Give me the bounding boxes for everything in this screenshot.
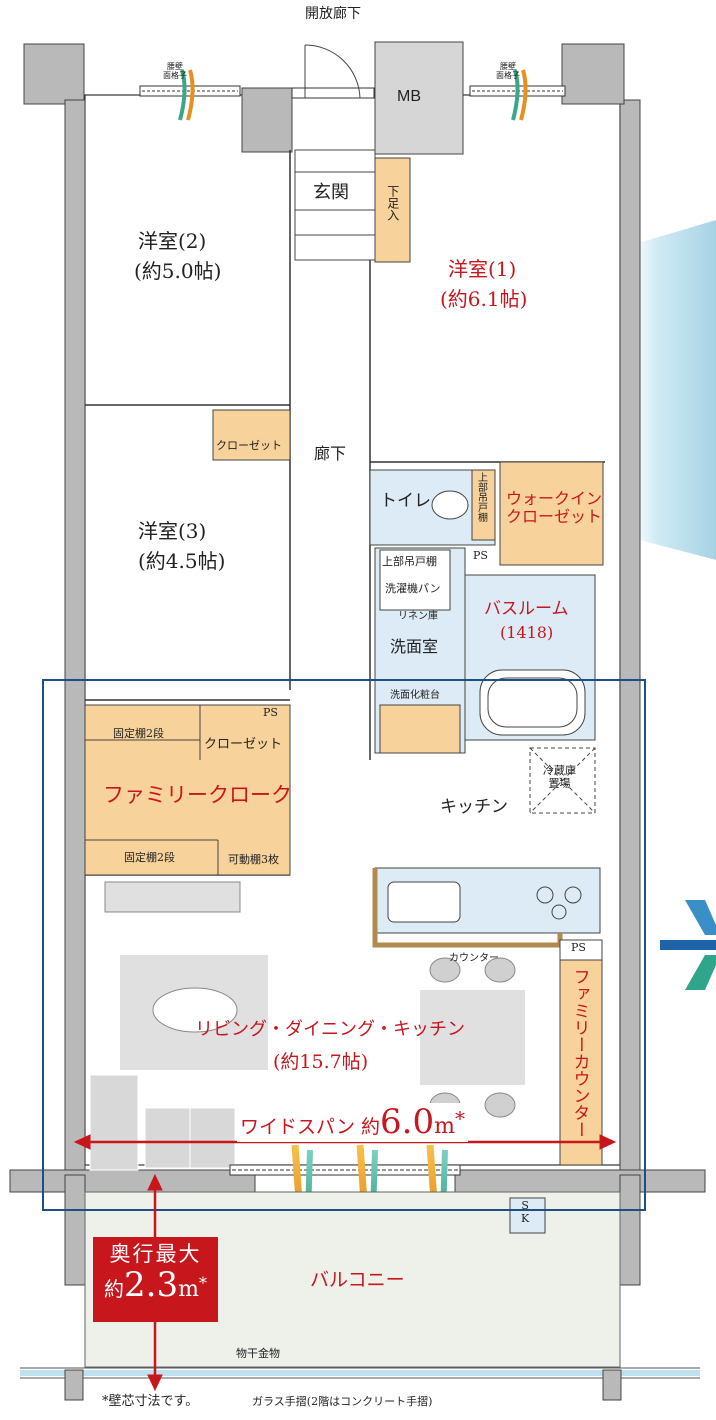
ps-label-1: PS — [473, 549, 488, 562]
widespan-value: 6.0 — [380, 1102, 435, 1142]
kitchen-label: キッチン — [440, 797, 508, 817]
arrow-logo — [660, 900, 716, 990]
sk-label: S K — [521, 1199, 530, 1225]
depth-prefix: 約 — [104, 1277, 125, 1302]
fixed-shelf-label-1: 固定棚2段 — [113, 727, 164, 740]
washer-pan-label: 洗濯機パン — [385, 582, 441, 595]
fixed-shelf-label-2: 固定棚2段 — [124, 851, 175, 864]
vanity-label: 洗面化粧台 — [390, 690, 440, 701]
family-cloak-label: ファミリークローク — [103, 783, 292, 807]
depth-value: 2.3 — [124, 1265, 179, 1306]
mb-label: MB — [397, 88, 421, 105]
widespan-mark: * — [454, 1106, 465, 1131]
counter-label: カウンター — [449, 953, 499, 964]
walls — [9, 41, 706, 1286]
bath-name: バスルーム — [484, 599, 569, 619]
glass-rail-label: ガラス手摺(2階はコンクリート手摺) — [252, 1395, 433, 1408]
widespan-text: ワイドスパン 約 — [240, 1116, 380, 1138]
widespan-label: ワイドスパン 約6.0m* — [237, 1102, 468, 1143]
movable-shelf-label: 可動棚3枚 — [228, 853, 279, 866]
family-counter-label: ファミリーカウンター — [569, 968, 590, 1138]
louver-right-label: 腰壁 面格子 — [496, 62, 520, 81]
ps-label-3: PS — [571, 941, 586, 954]
balcony-label: バルコニー — [310, 1269, 405, 1291]
laundry-hardware-label: 物干金物 — [236, 1347, 280, 1360]
widespan-unit: m — [434, 1114, 455, 1139]
room1-size: (約6.1帖) — [440, 287, 528, 311]
washroom-label: 洗面室 — [390, 637, 439, 656]
depth-line1: 奥行最大 — [109, 1242, 202, 1266]
toilet-label: トイレ — [380, 491, 431, 511]
closet2-label: クローゼット — [204, 737, 283, 752]
walkin-closet-label: ウォークイン クローゼット — [506, 489, 603, 527]
closet-label: クローゼット — [216, 439, 282, 452]
room2-name: 洋室(2) — [138, 229, 207, 253]
ldk-size: (約15.7帖) — [273, 1051, 369, 1073]
shoe-storage-label: 下足入 — [385, 185, 400, 221]
ps-label-2: PS — [263, 706, 278, 719]
entrance-label: 玄関 — [313, 182, 349, 203]
depth-unit: m — [178, 1277, 199, 1303]
room1-name: 洋室(1) — [448, 257, 517, 281]
depth-mark: * — [198, 1273, 207, 1293]
corridor-label: 開放廊下 — [305, 6, 361, 22]
room3-size: (約4.5帖) — [138, 549, 226, 573]
bath-size: (1418) — [500, 623, 554, 642]
toilet-cabinet-label: 上部吊戸棚 — [475, 472, 487, 522]
note-label: *壁芯寸法です。 — [102, 1394, 199, 1409]
linen-label: リネン庫 — [398, 611, 438, 622]
wash-cabinet-label: 上部吊戸棚 — [382, 555, 437, 568]
hallway-label: 廊下 — [314, 444, 347, 463]
fridge-label: 冷蔵庫 置場 — [543, 764, 576, 790]
room3-name: 洋室(3) — [138, 519, 207, 543]
depth-box: 奥行最大 約2.3m* — [93, 1237, 218, 1322]
louver-left-label: 腰壁 面格子 — [163, 62, 187, 81]
room2-size: (約5.0帖) — [134, 259, 222, 283]
ldk-name: リビング・ダイニング・キッチン — [195, 1019, 465, 1040]
